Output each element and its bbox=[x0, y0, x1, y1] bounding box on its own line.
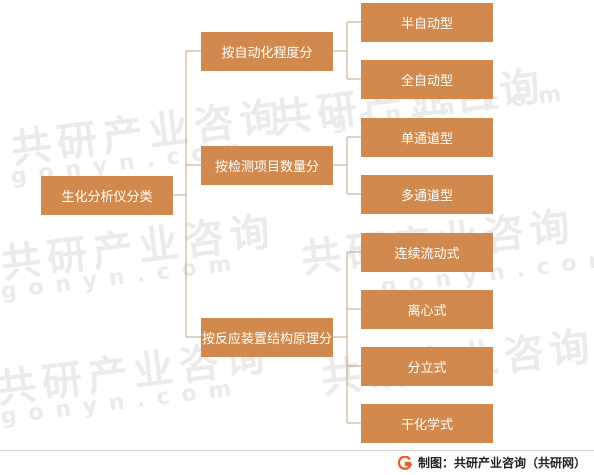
leaf-node-centrifugal: 离心式 bbox=[361, 290, 493, 329]
footer-bar bbox=[0, 450, 594, 475]
gonyn-logo-icon bbox=[398, 456, 412, 470]
branch-node-reaction-structure: 按反应装置结构原理分 bbox=[201, 318, 333, 357]
leaf-node-dry-chemistry: 干化学式 bbox=[361, 404, 493, 443]
root-node: 生化分析仪分类 bbox=[41, 176, 173, 215]
leaf-node-multi-channel: 多通道型 bbox=[361, 175, 493, 214]
leaf-node-fully-automatic: 全自动型 bbox=[361, 60, 493, 99]
leaf-node-semi-automatic: 半自动型 bbox=[361, 3, 493, 42]
branch-node-automation: 按自动化程度分 bbox=[201, 32, 333, 71]
leaf-node-discrete: 分立式 bbox=[361, 347, 493, 386]
branch-node-test-items: 按检测项目数量分 bbox=[201, 146, 333, 185]
leaf-node-continuous-flow: 连续流动式 bbox=[361, 233, 493, 272]
leaf-node-single-channel: 单通道型 bbox=[361, 118, 493, 157]
source-caption: 制图：共研产业咨询（共研网） bbox=[418, 456, 587, 470]
